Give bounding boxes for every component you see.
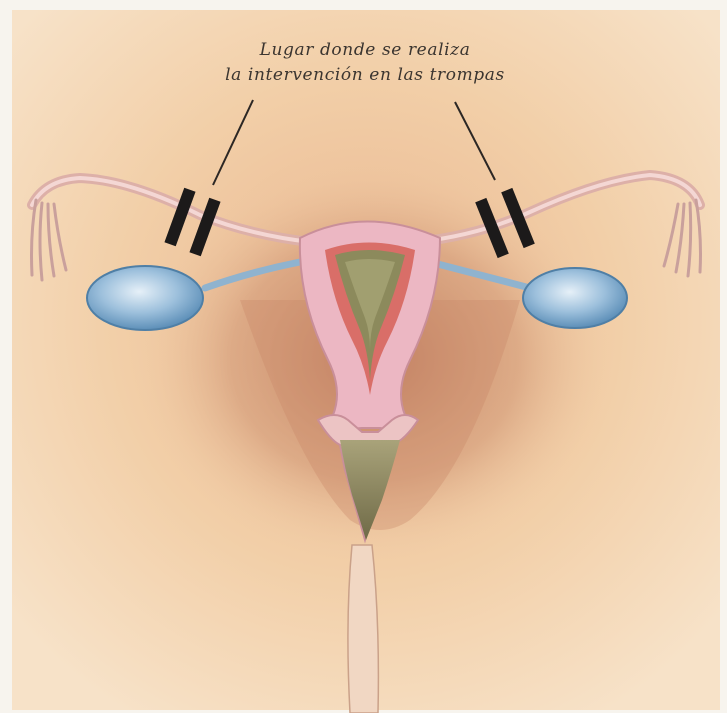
- annotation-caption: Lugar donde se realiza la intervención e…: [170, 38, 560, 88]
- right-ovary: [523, 268, 627, 328]
- annotation-line-1: Lugar donde se realiza: [170, 38, 560, 63]
- annotation-line-2: la intervención en las trompas: [170, 63, 560, 88]
- vaginal-canal: [348, 545, 378, 713]
- left-ovary: [87, 266, 203, 330]
